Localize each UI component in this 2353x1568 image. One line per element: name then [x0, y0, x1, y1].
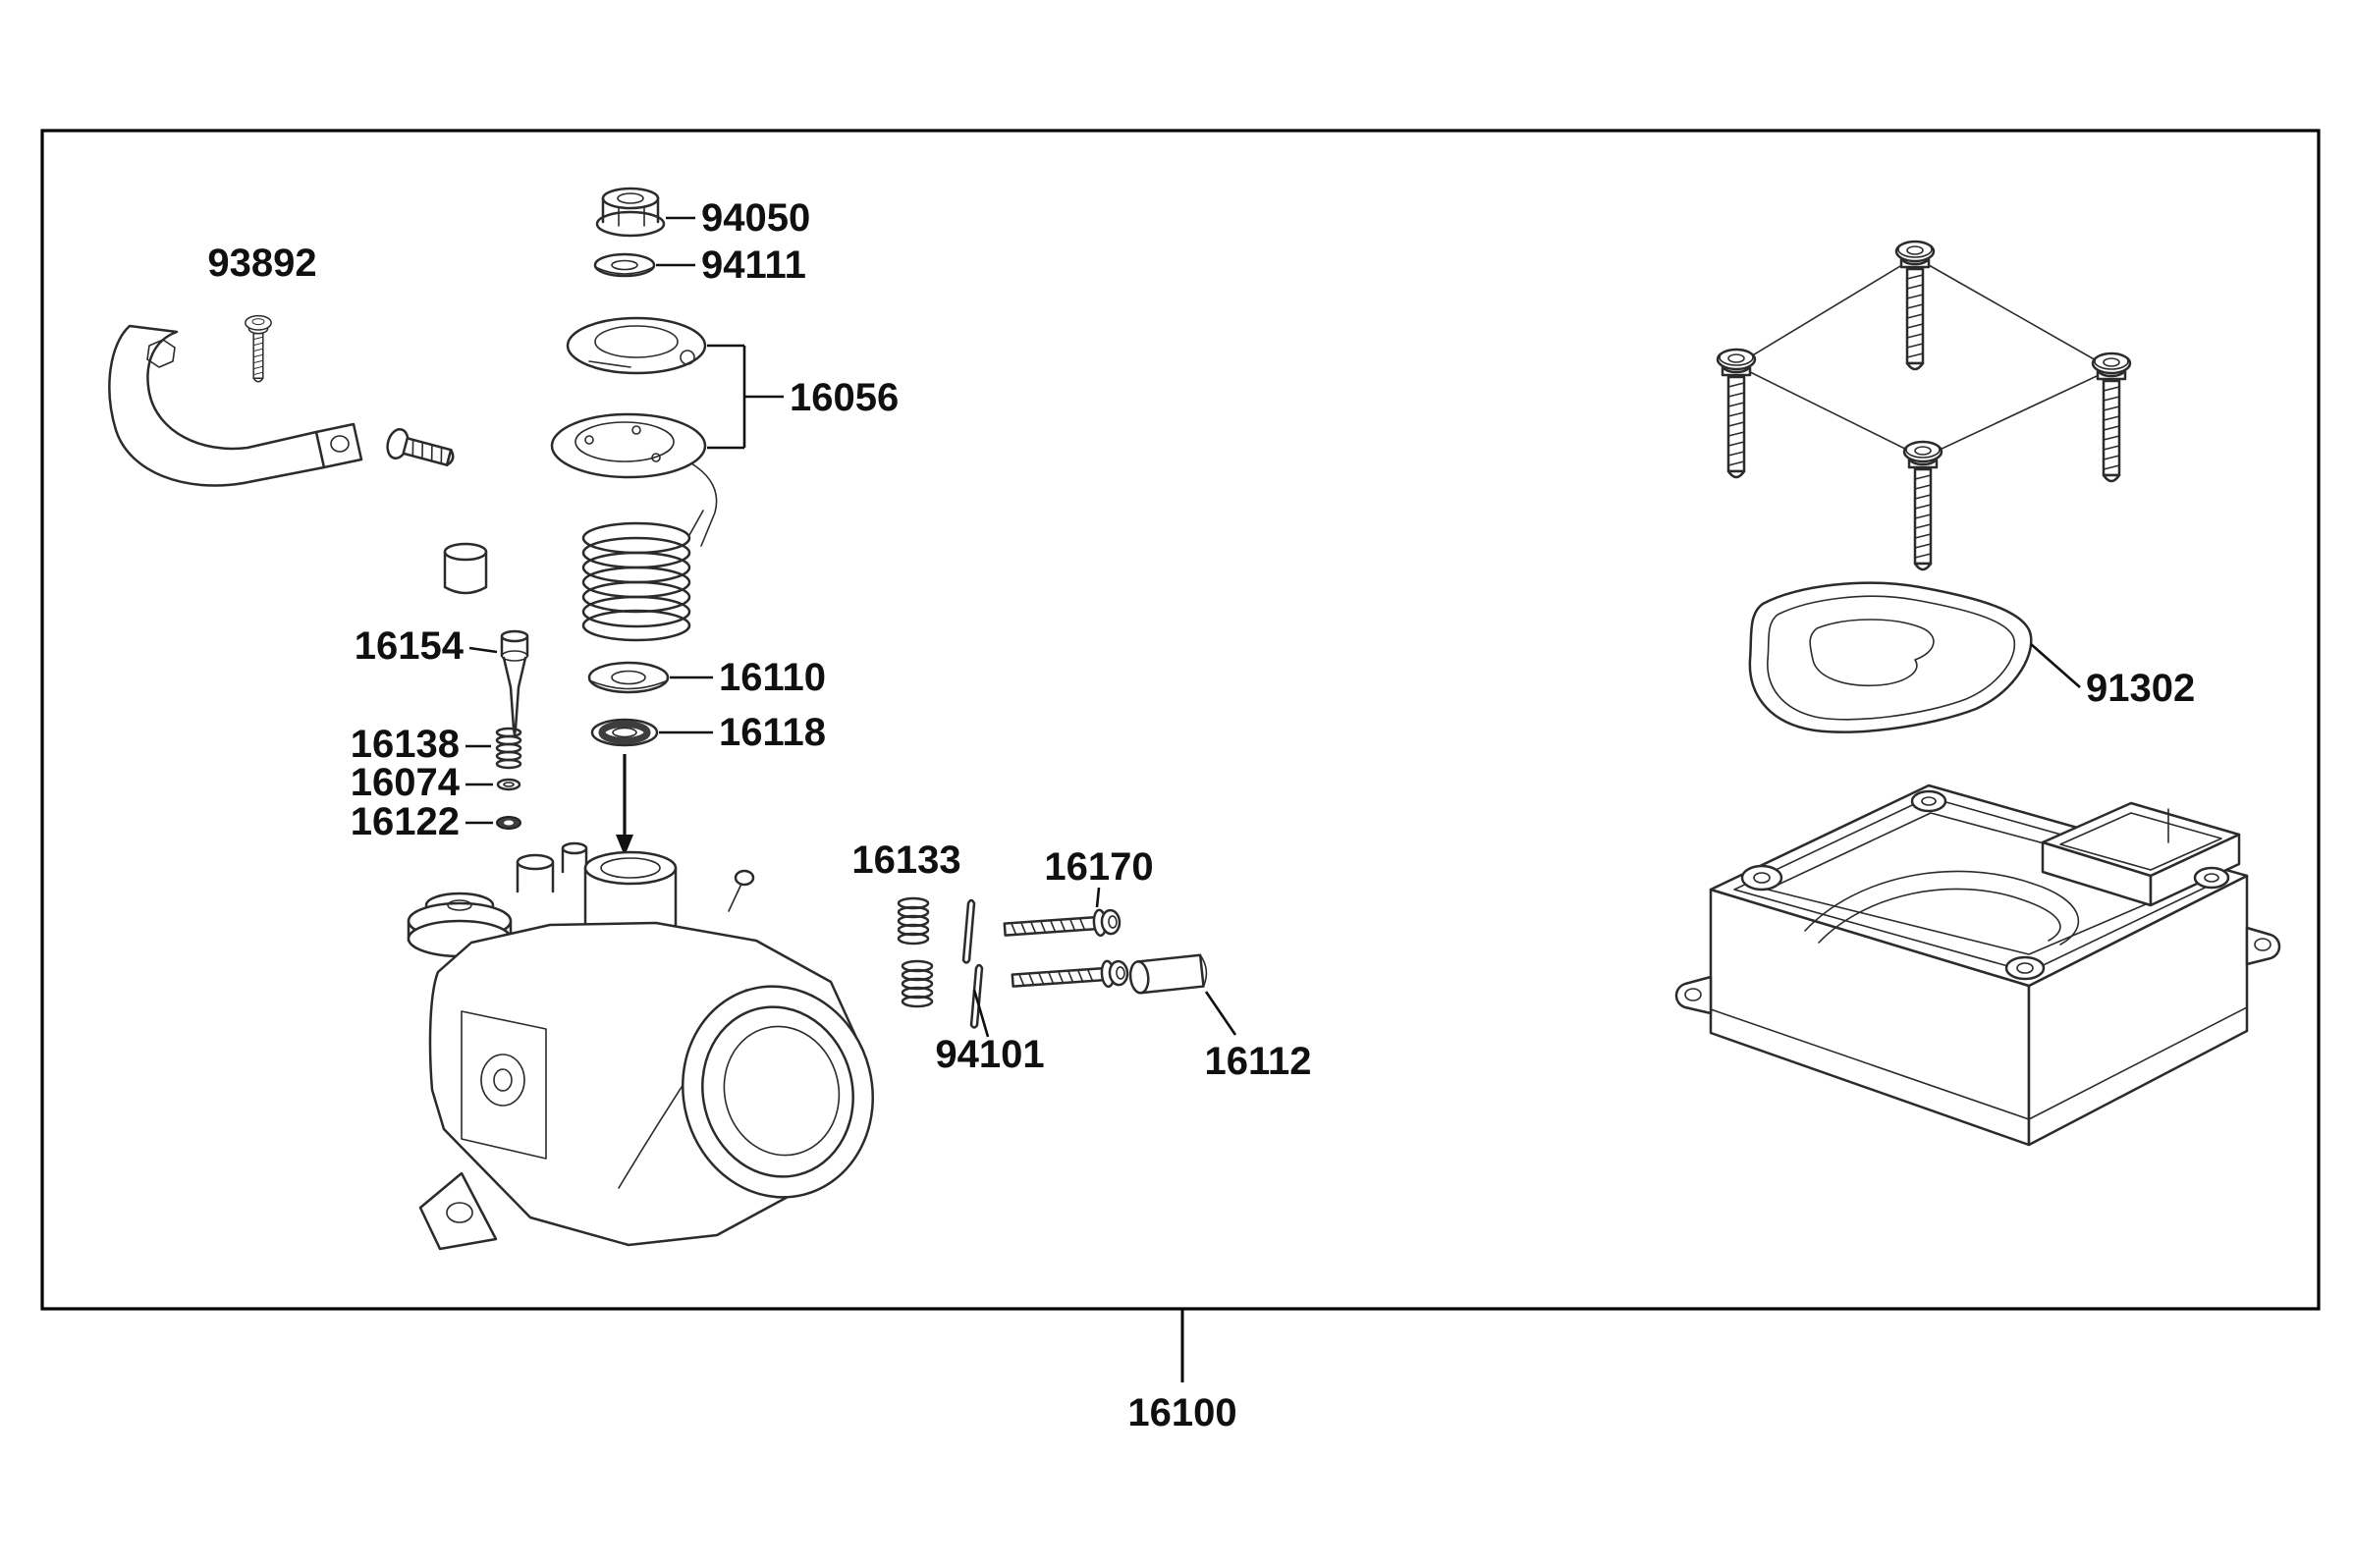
mid-washers-drawing: 16110 16118 — [587, 656, 826, 856]
part-label-top-washer: 94111 — [701, 243, 806, 287]
part-label-nut: 94050 — [701, 196, 810, 240]
part-label-small-spring: 16138 — [351, 723, 460, 766]
leader-line — [468, 646, 498, 654]
top-stack-drawing: 94050 94111 16056 — [443, 187, 899, 642]
bracket-leader-lines — [707, 344, 784, 450]
screw-vertical — [1894, 240, 1936, 371]
part-label-seal: 16118 — [719, 711, 826, 754]
snap-ring-drawing — [496, 816, 521, 830]
small-cylinder-drawing — [443, 542, 488, 595]
top-washer-drawing — [593, 252, 656, 278]
bracket-end-tab — [314, 422, 363, 469]
leader-line — [972, 989, 990, 1038]
leader-line — [1095, 887, 1101, 908]
spring-pair-drawing — [897, 896, 934, 1008]
part-label-spring-pair: 16133 — [851, 838, 960, 882]
venturi-bore — [682, 985, 874, 1199]
bracket-hole — [330, 435, 350, 453]
washer-drawing — [587, 661, 670, 694]
part-label-washer-mid: 16110 — [719, 656, 826, 699]
part-label-gasket: 91302 — [2086, 667, 2195, 710]
part-label-o-ring: 16074 — [351, 761, 461, 804]
float-chamber-assembly-drawing: 91302 — [1674, 240, 2281, 1147]
float-chamber-body-drawing — [1674, 784, 2281, 1147]
screw-vertical — [1902, 440, 1943, 571]
part-label-needle: 16154 — [355, 624, 465, 668]
coil-spring-drawing — [581, 510, 704, 642]
small-parts-drawing: 16138 16074 16122 — [351, 723, 522, 843]
jet-needle-drawing: 16154 — [355, 624, 529, 736]
diagram-border — [40, 129, 2321, 1311]
rod-pair-drawing — [961, 898, 984, 1029]
part-label-cap: 16112 — [1204, 1040, 1311, 1083]
leader-line — [2030, 643, 2081, 688]
bracket-screw-drawing — [245, 314, 272, 383]
bracket-strap — [108, 324, 326, 487]
hardware-group: 16133 94101 16170 16112 — [851, 838, 1311, 1083]
assembly-part-label: 16100 — [1127, 1391, 1236, 1434]
leader-line — [1204, 991, 1237, 1036]
screw-horizontal — [1003, 907, 1122, 944]
o-ring-drawing — [496, 778, 521, 791]
part-label-rod: 94101 — [935, 1033, 1044, 1076]
carburetor-body-drawing — [407, 841, 874, 1251]
nut-drawing — [595, 187, 666, 238]
part-label-screw-pair: 16170 — [1044, 845, 1153, 889]
part-label-cover-set: 16056 — [790, 376, 899, 419]
mounting-ear — [418, 1171, 498, 1251]
part-label-bracket: 93892 — [207, 242, 316, 285]
bracket-bolt-drawing — [386, 428, 455, 466]
gasket-drawing — [1748, 581, 2033, 733]
cap-drawing — [1128, 953, 1208, 995]
screw-vertical — [2091, 351, 2132, 483]
bracket-assembly-drawing: 93892 — [108, 242, 455, 487]
seal-ring-drawing — [590, 718, 659, 747]
assembly-arrow — [616, 754, 633, 856]
part-label-snap-ring: 16122 — [351, 800, 460, 843]
assembly-label-group: 16100 — [1127, 1310, 1237, 1434]
throttle-cover-set-drawing — [550, 316, 718, 547]
tiny-spring-drawing — [495, 727, 522, 770]
bracket-hex-hole — [146, 339, 176, 368]
screw-horizontal — [1011, 958, 1130, 995]
screw-vertical — [1716, 348, 1757, 479]
